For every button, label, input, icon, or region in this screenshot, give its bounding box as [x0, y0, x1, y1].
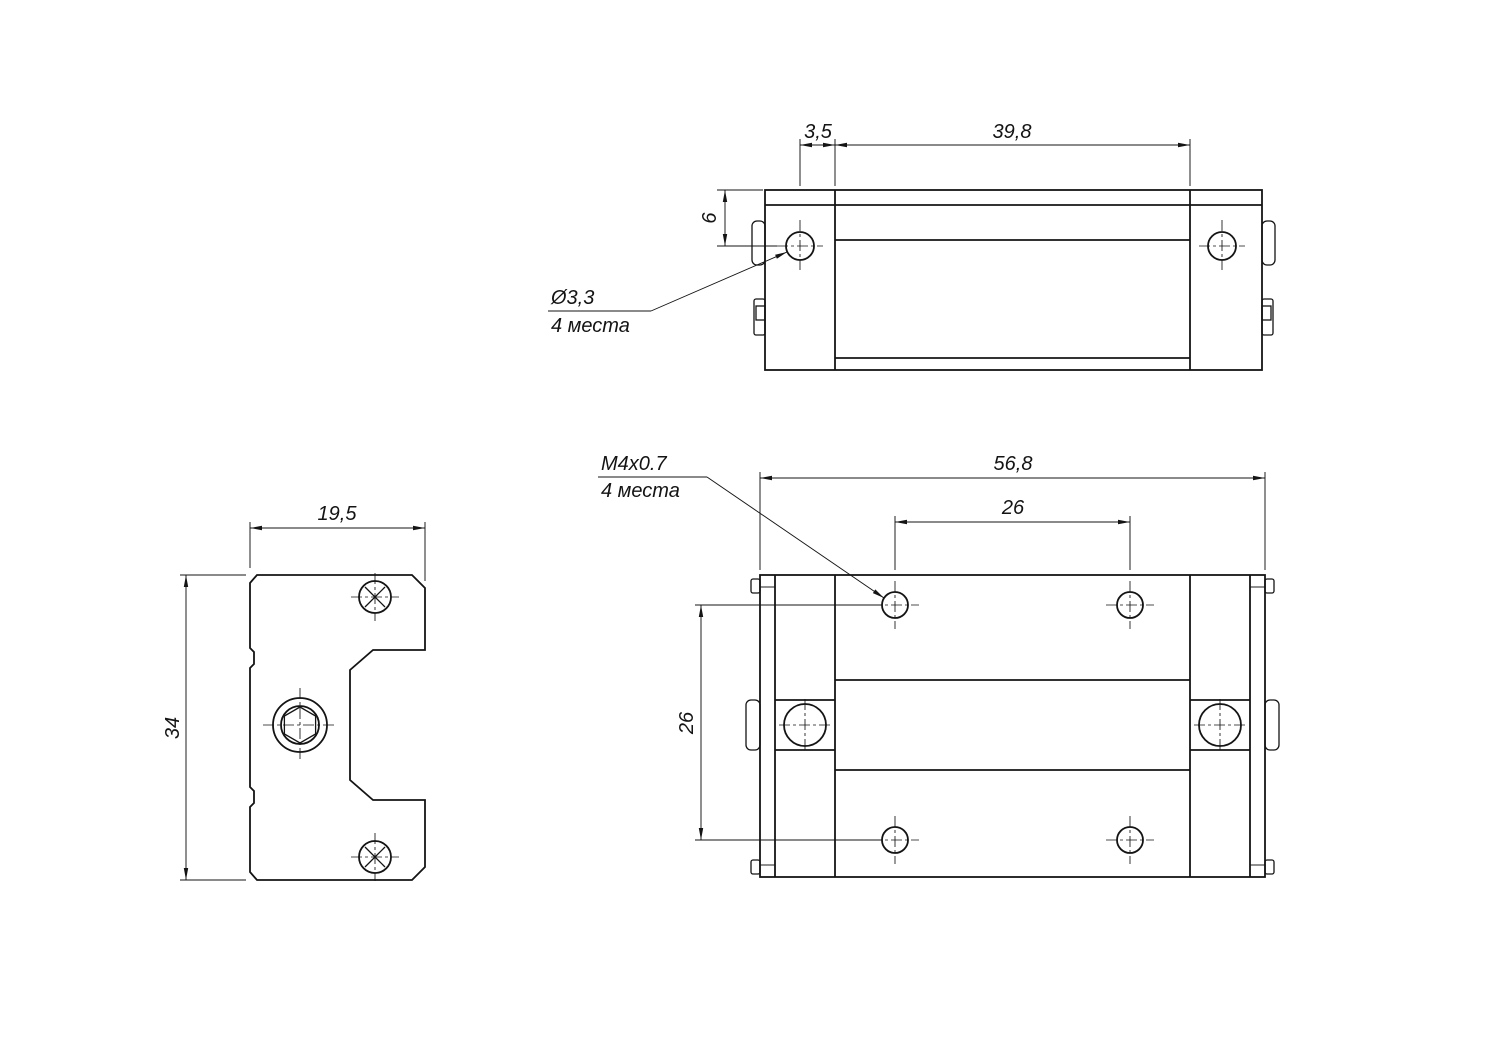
front-view-body	[751, 189, 1276, 371]
hole-callout-places: 4 места	[551, 315, 630, 337]
dim-26-horizontal-label: 26	[1001, 497, 1025, 519]
front-view-dimensions: 3,5 39,8 6	[699, 121, 1191, 247]
thread-callout: M4x0.7 4 места	[598, 453, 885, 599]
side-profile-outline	[249, 574, 426, 881]
side-view-body	[249, 574, 426, 881]
hole-callout-diameter: Ø3,3	[550, 287, 594, 309]
hole-diameter-callout: Ø3,3 4 места	[548, 251, 788, 337]
plan-left-tab	[745, 699, 761, 751]
plan-view: 56,8 26 26 M4x0.7 4 места	[598, 453, 1280, 878]
dim-19-5-label: 19,5	[318, 503, 358, 525]
dim-3-5-label: 3,5	[804, 121, 833, 143]
dim-26-vertical-label: 26	[676, 711, 698, 735]
thread-callout-size: M4x0.7	[601, 453, 667, 475]
plan-view-centerlines	[779, 581, 1246, 864]
front-left-tab	[751, 220, 766, 266]
side-view: 19,5 34	[162, 503, 426, 881]
plan-view-body	[745, 574, 1280, 878]
dim-6-label: 6	[699, 212, 721, 224]
dim-34-label: 34	[162, 717, 184, 739]
plan-view-dimensions: 56,8 26 26	[676, 453, 1266, 841]
dim-56-8-label: 56,8	[994, 453, 1033, 475]
dim-39-8-label: 39,8	[993, 121, 1032, 143]
thread-callout-places: 4 места	[601, 480, 680, 502]
front-right-tab	[1261, 220, 1276, 266]
front-view-centerlines	[777, 220, 1245, 270]
side-view-centerlines	[263, 573, 399, 881]
side-view-dimensions: 19,5 34	[162, 503, 426, 881]
plan-right-tab	[1264, 699, 1280, 751]
front-view: 3,5 39,8 6 Ø3,3 4 места	[548, 121, 1276, 371]
